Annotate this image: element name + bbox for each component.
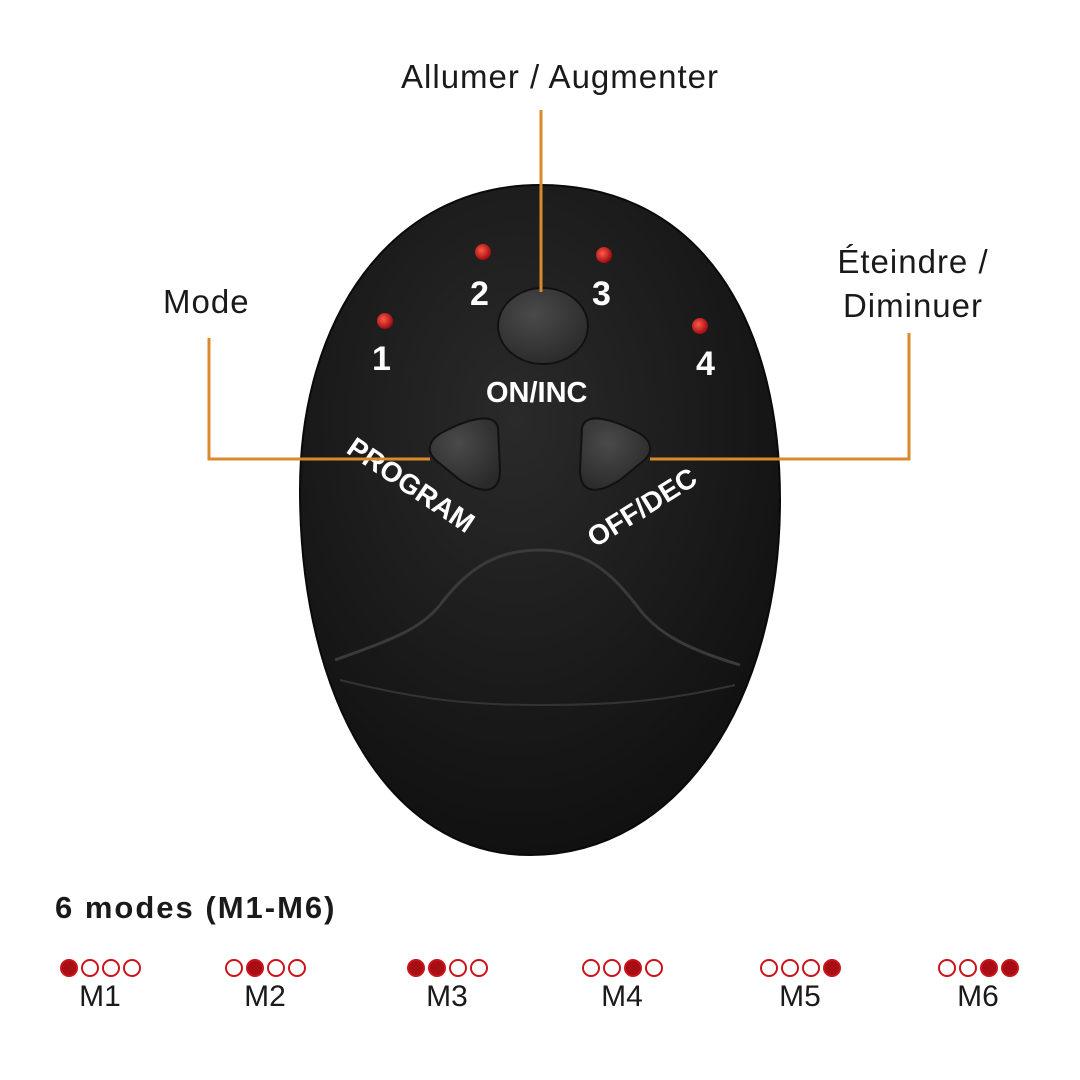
mode-m2: M2: [215, 958, 315, 1014]
led-4: [692, 318, 708, 334]
mode-label: M1: [79, 980, 121, 1013]
device-bottom-seam: [339, 679, 736, 707]
led-off-indicator: [224, 959, 243, 977]
mode-m1: M1: [50, 958, 150, 1014]
callout-off-dec-line1: Éteindre /: [837, 243, 989, 280]
indicator-3: 3: [592, 275, 611, 313]
led-on-indicator: [59, 959, 78, 977]
led-off-indicator: [958, 959, 977, 977]
led-off-indicator: [780, 959, 799, 977]
indicator-2: 2: [470, 275, 489, 313]
mode-label: M6: [957, 980, 999, 1013]
mode-dots: [928, 958, 1028, 978]
leader-line-right: [650, 333, 911, 461]
off-dec-button[interactable]: [578, 417, 652, 491]
led-off-indicator: [469, 959, 488, 977]
led-on-indicator: [1000, 959, 1019, 977]
mode-m3: M3: [397, 958, 497, 1014]
mode-dots: [572, 958, 672, 978]
mode-label: M4: [601, 980, 643, 1013]
led-on-indicator: [406, 959, 425, 977]
mode-m4: M4: [572, 958, 672, 1014]
led-off-indicator: [759, 959, 778, 977]
device-body: [298, 183, 782, 857]
led-2: [475, 244, 491, 260]
led-off-indicator: [448, 959, 467, 977]
callout-mode: Mode: [163, 283, 250, 320]
device-bottom-contour: [334, 548, 741, 667]
led-off-indicator: [937, 959, 956, 977]
indicator-4: 4: [696, 345, 715, 383]
mode-m6: M6: [928, 958, 1028, 1014]
led-off-indicator: [287, 959, 306, 977]
led-off-indicator: [644, 959, 663, 977]
callout-on-inc: Allumer / Augmenter: [401, 58, 719, 95]
callout-off-dec: Éteindre / Diminuer: [808, 240, 1018, 328]
on-inc-label: ON/INC: [486, 377, 588, 409]
mode-label: M2: [244, 980, 286, 1013]
mode-m5: M5: [750, 958, 850, 1014]
led-off-indicator: [801, 959, 820, 977]
on-inc-button[interactable]: [497, 287, 589, 365]
led-off-indicator: [80, 959, 99, 977]
program-button[interactable]: [428, 417, 502, 491]
mode-dots: [750, 958, 850, 978]
led-on-indicator: [623, 959, 642, 977]
mode-label: M3: [426, 980, 468, 1013]
mode-dots: [50, 958, 150, 978]
led-off-indicator: [101, 959, 120, 977]
indicator-1: 1: [372, 340, 391, 378]
led-off-indicator: [581, 959, 600, 977]
mode-dots: [215, 958, 315, 978]
led-off-indicator: [266, 959, 285, 977]
callout-off-dec-line2: Diminuer: [842, 287, 984, 324]
led-on-indicator: [245, 959, 264, 977]
led-off-indicator: [122, 959, 141, 977]
led-on-indicator: [822, 959, 841, 977]
led-on-indicator: [979, 959, 998, 977]
led-off-indicator: [602, 959, 621, 977]
led-on-indicator: [427, 959, 446, 977]
leader-line-left: [207, 338, 430, 461]
mode-label: M5: [779, 980, 821, 1013]
led-1: [377, 313, 393, 329]
led-3: [596, 247, 612, 263]
mode-dots: [397, 958, 497, 978]
modes-title: 6 modes (M1-M6): [55, 890, 337, 925]
